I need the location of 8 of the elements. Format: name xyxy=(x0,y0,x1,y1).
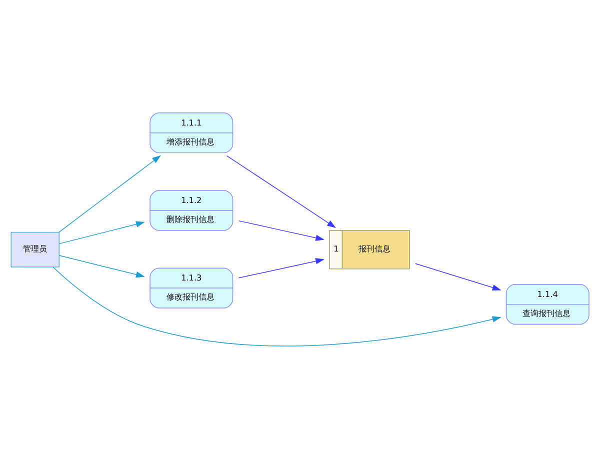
arrow xyxy=(58,155,162,233)
arrow xyxy=(238,258,324,278)
node-box: 管理员 xyxy=(10,232,60,268)
arrow xyxy=(415,263,502,291)
arrow xyxy=(59,255,145,278)
arrow xyxy=(238,220,324,241)
arrow xyxy=(59,221,145,244)
arrow xyxy=(226,155,336,228)
